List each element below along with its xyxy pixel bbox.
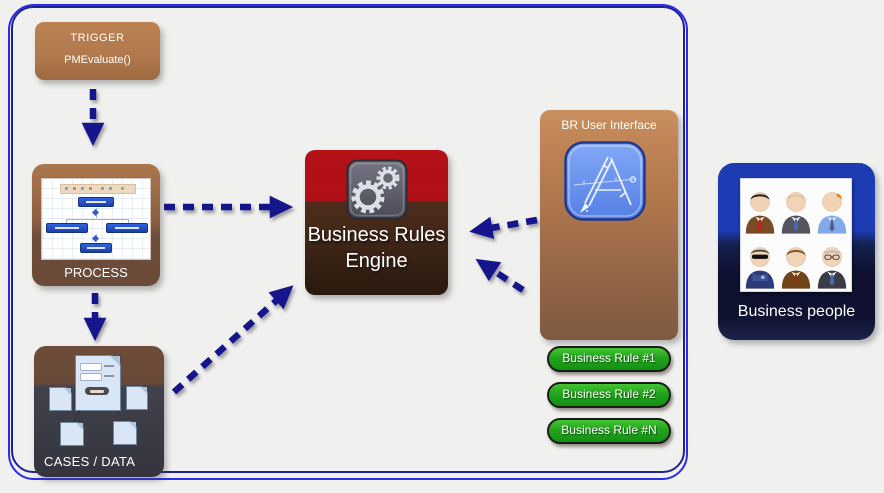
diagram-border-frame: [8, 4, 688, 480]
businessman-bald-gray-suit-icon: [781, 192, 811, 234]
business-rule-1-label: Business Rule #1: [562, 351, 656, 365]
trigger-node: TRIGGER PMEvaluate(): [35, 22, 160, 80]
business-people-node: Business people: [718, 163, 875, 340]
flow-connector-dot: [91, 208, 100, 217]
form-document-icon: [75, 354, 122, 411]
flowchart-toolbar: [60, 184, 136, 194]
engine-title-line1: Business Rules: [307, 224, 446, 246]
business-people-photo: [740, 178, 852, 292]
flow-connector-dot-2: [91, 234, 100, 243]
business-rule-2-pill: Business Rule #2: [547, 382, 671, 408]
business-rule-1-pill: Business Rule #1: [547, 346, 671, 372]
flow-branch-right: [128, 219, 129, 224]
flow-node-start: [78, 197, 114, 207]
businessman-orange-hair-blue-shirt-icon: [817, 192, 847, 234]
design-tools-app-icon: [564, 141, 646, 221]
process-node: PROCESS: [32, 164, 160, 286]
business-people-label: Business people: [737, 303, 856, 320]
br-ui-title: BR User Interface: [561, 118, 657, 132]
br-user-interface-node: BR User Interface: [540, 110, 678, 444]
businessman-dark-hair-brown-suit-icon: [745, 192, 775, 234]
mini-flowchart-icon: [41, 178, 151, 260]
flow-node-end: [80, 243, 112, 253]
trigger-code: PMEvaluate(): [64, 54, 131, 66]
trigger-title: TRIGGER: [70, 32, 125, 44]
document-icon: [49, 386, 73, 411]
flow-node-left: [46, 223, 88, 233]
flow-branch-line: [66, 219, 128, 220]
engine-title-line2: Engine: [345, 250, 408, 272]
engine-title: Business Rules Engine: [305, 222, 448, 274]
flow-node-right: [106, 223, 148, 233]
business-rule-2-label: Business Rule #2: [562, 387, 656, 401]
document-icon: [60, 421, 85, 446]
document-icon: [113, 420, 138, 445]
cases-data-node: CASES / DATA: [34, 346, 164, 477]
business-rules-engine-node: Business Rules Engine: [305, 150, 448, 295]
businessman-glasses-dark-suit-icon: [817, 247, 847, 289]
businessman-brown-hair-brown-suit-icon: [781, 247, 811, 289]
flow-branch-left: [66, 219, 67, 224]
process-label: PROCESS: [64, 265, 128, 280]
businessman-sunglasses-navy-jacket-icon: [745, 247, 775, 289]
document-icon: [126, 385, 149, 410]
cases-data-label: CASES / DATA: [44, 454, 136, 469]
gears-icon: [346, 159, 408, 220]
business-rule-n-label: Business Rule #N: [561, 423, 657, 437]
business-rule-n-pill: Business Rule #N: [547, 418, 671, 444]
